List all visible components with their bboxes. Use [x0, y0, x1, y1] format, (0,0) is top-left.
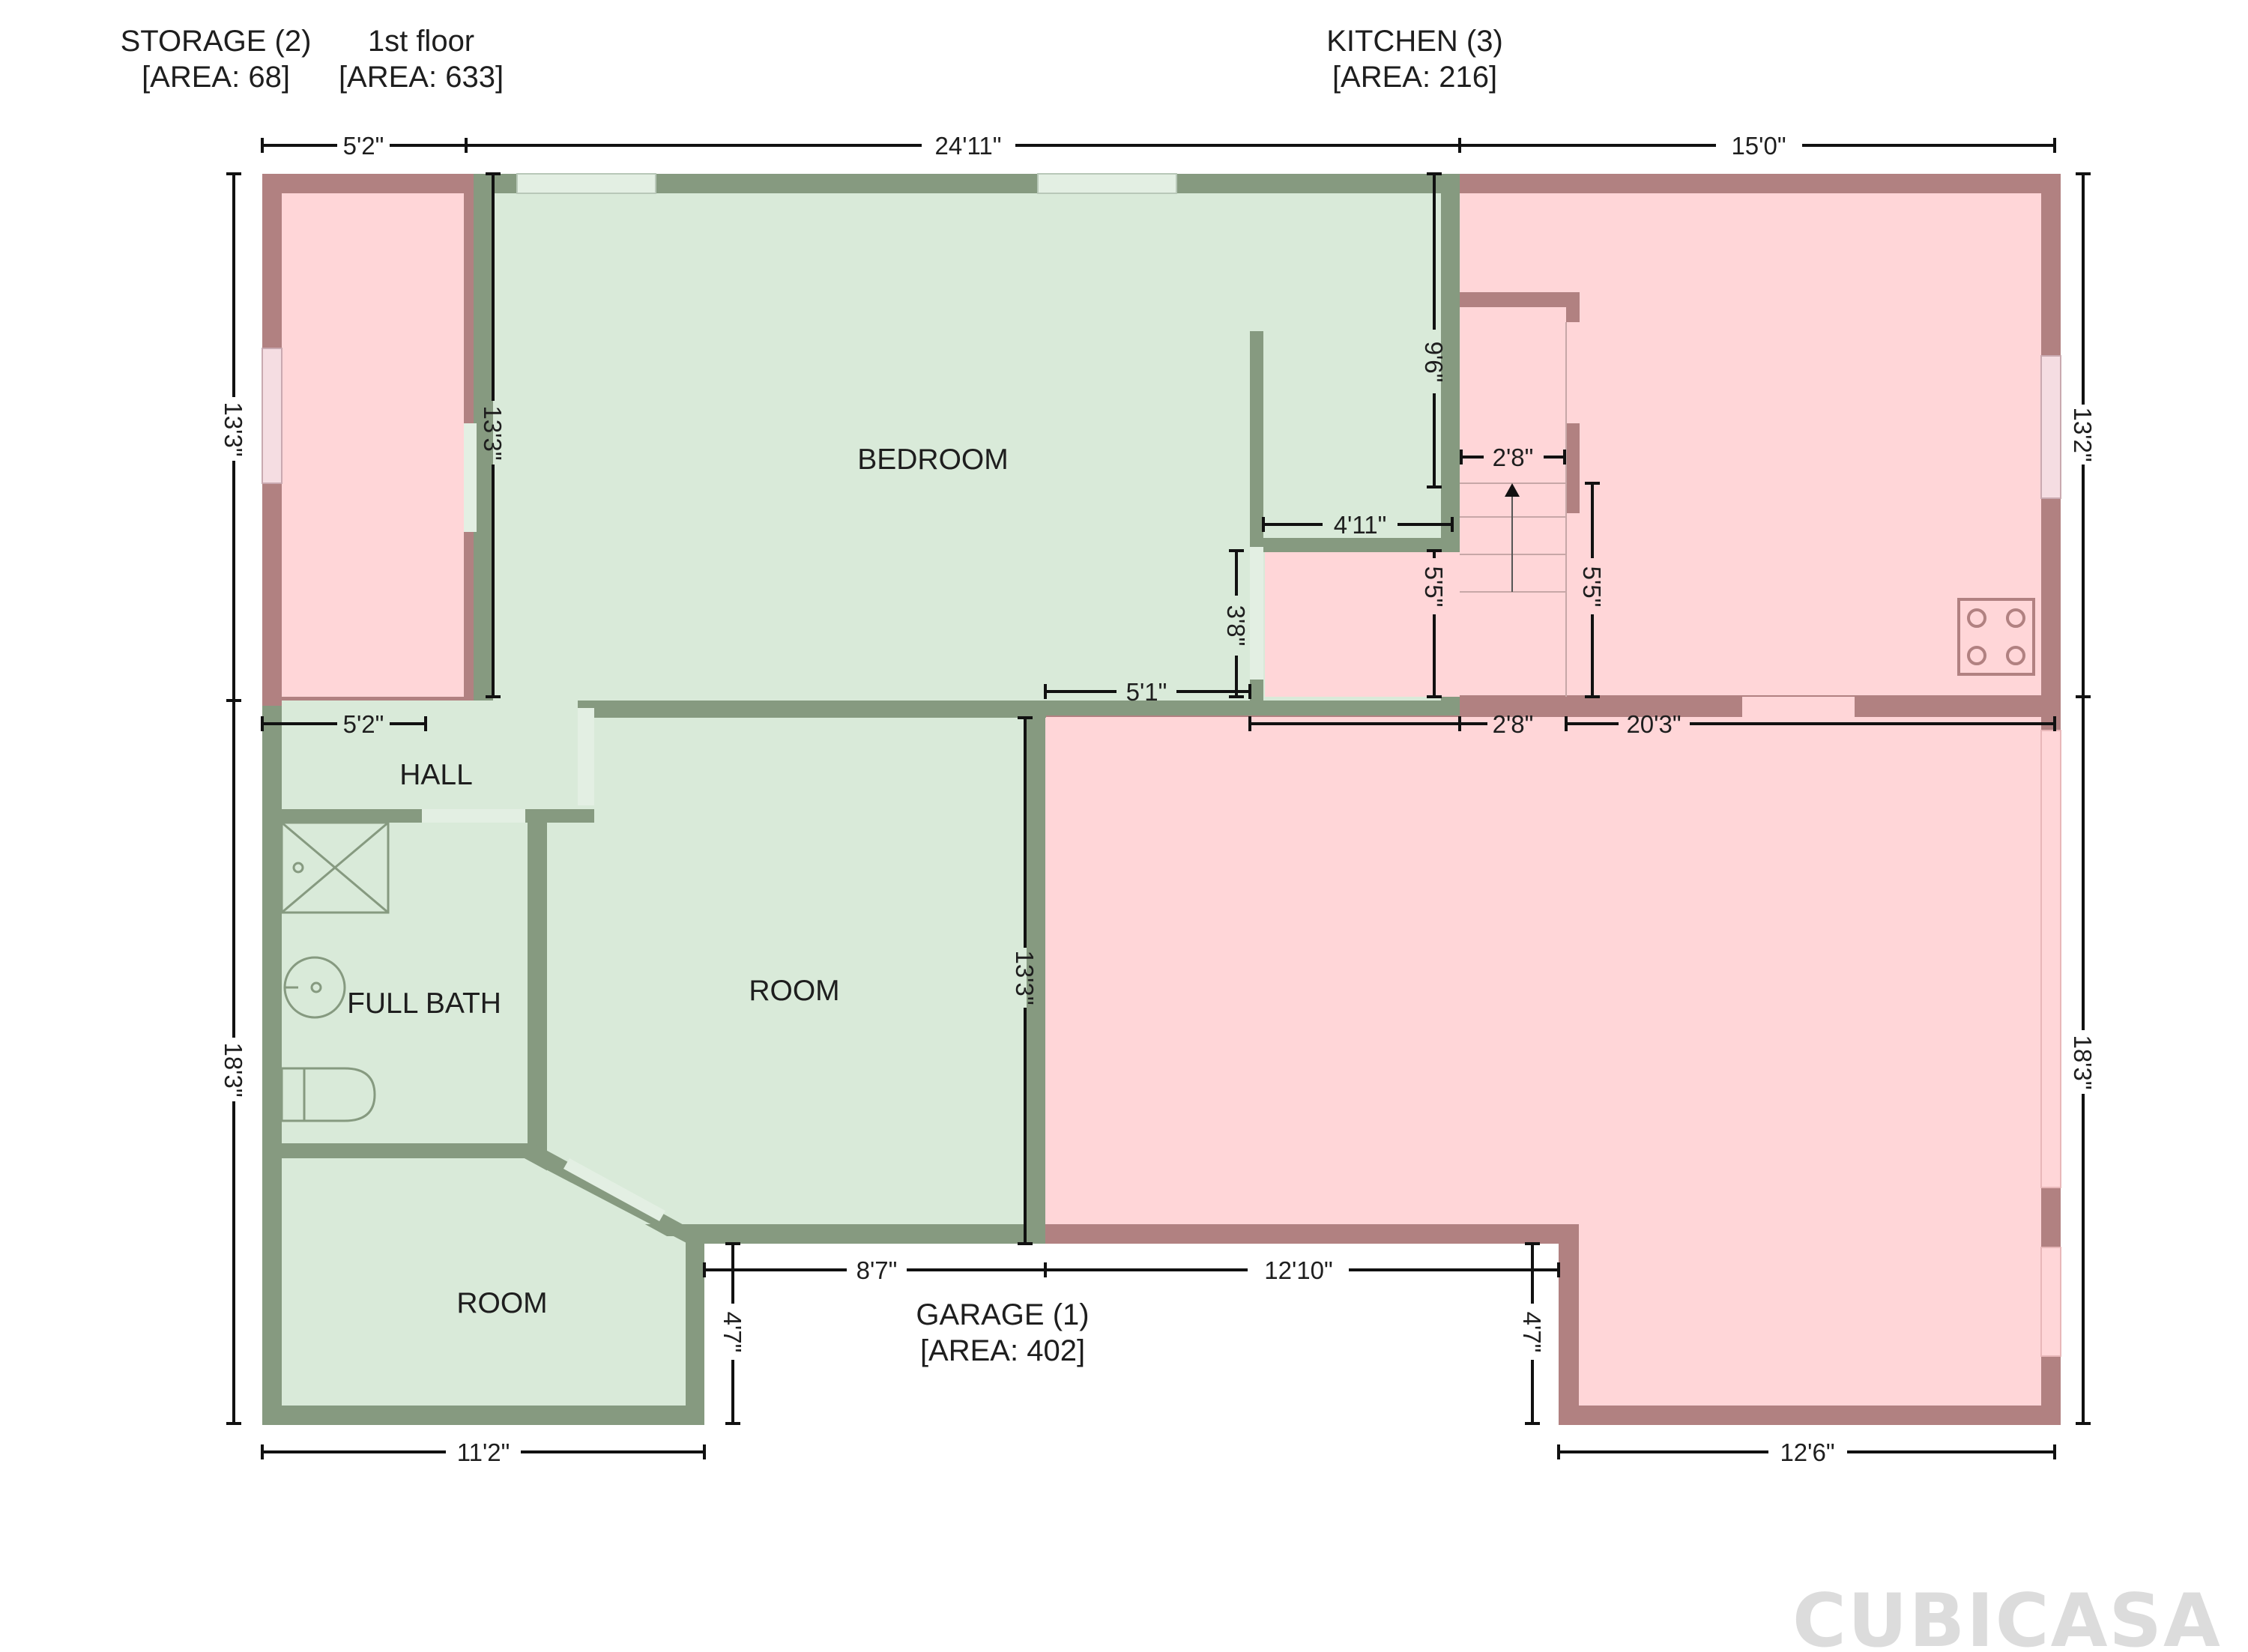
bedroom-window-left: [516, 173, 656, 194]
dim-mid-stair-width: 2'8": [1493, 710, 1534, 738]
garage-opening-top: [1742, 697, 1855, 717]
stair-direction-arrow-icon: [1505, 483, 1520, 497]
storage-area-name: STORAGE (2): [121, 25, 312, 58]
area-labels: STORAGE (2) [AREA: 68] 1st floor [AREA: …: [121, 25, 1503, 1367]
closet-floor: [1265, 552, 1460, 697]
dim-stair-height-left: 5'5": [1420, 566, 1448, 608]
storage-window: [262, 348, 282, 484]
dim-room-height: 13'3": [1011, 950, 1039, 1005]
dim-right-lower: 18'3": [2069, 1035, 2097, 1089]
wall-hall-top: [282, 701, 474, 718]
garage-area-name: GARAGE (1): [916, 1298, 1089, 1331]
bottom-room-label: ROOM: [456, 1287, 547, 1319]
dim-mid-garage-width: 20'3": [1626, 710, 1681, 738]
dim-left-lower: 18'3": [220, 1042, 247, 1097]
bottom-room-door: [563, 1158, 665, 1221]
dim-top-kitchen: 15'0": [1731, 132, 1786, 160]
dim-right-upper: 13'2": [2069, 407, 2097, 462]
closet-door: [1250, 547, 1263, 680]
room-labels: BEDROOM HALL FULL BATH ROOM ROOM: [347, 444, 1009, 1319]
kitchen-area-value: [AREA: 216]: [1332, 61, 1497, 94]
floor-area-name: 1st floor: [368, 25, 474, 58]
cubicasa-logo: CUBICASA: [1792, 1579, 2222, 1652]
living-area: [262, 173, 1460, 1425]
dim-top-floor: 24'11": [935, 132, 1002, 160]
wall-bath-right: [528, 809, 547, 1158]
closet-wall-left-lower: [1250, 680, 1263, 701]
kitchen-area-name: KITCHEN (3): [1326, 25, 1503, 58]
dim-closet-height: 9'6": [1420, 342, 1448, 383]
toilet-icon: [280, 1067, 376, 1122]
garage-room: [1025, 697, 2061, 1425]
dimension-labels: 5'2" 24'11" 15'0" 13'3" 18'3" 13'2" 18'3…: [220, 132, 2097, 1466]
dim-top-storage: 5'2": [343, 132, 384, 160]
shower-icon: [280, 821, 390, 914]
wall-center-bottom: [686, 1224, 1045, 1244]
kitchen-window: [2040, 355, 2061, 499]
stair-right-wall-lower: [1566, 423, 1580, 513]
storage-area-value: [AREA: 68]: [142, 61, 290, 94]
dim-left-upper: 13'3": [220, 402, 247, 456]
garage-door-right-lower: [2040, 1247, 2061, 1357]
kitchen-room: [1460, 174, 2061, 706]
bedroom-label: BEDROOM: [857, 444, 1009, 476]
storage-door: [464, 423, 477, 532]
stove-icon: [1957, 598, 2035, 676]
dim-notch-height-left: 4'7": [719, 1312, 746, 1353]
dim-stair-height-right: 5'5": [1578, 566, 1606, 608]
dim-notch-height-right: 4'7": [1518, 1312, 1546, 1353]
bedroom-window-right: [1037, 173, 1177, 194]
bath-door: [422, 809, 525, 823]
dim-hall-step-height: 3'8": [1222, 605, 1250, 647]
closet-wall-left: [1250, 331, 1263, 547]
storage-floor: [282, 193, 464, 697]
garage-door-right-upper: [2040, 730, 2061, 1188]
dim-storage-width: 5'2": [343, 710, 384, 738]
garage-floor: [1045, 717, 2041, 1406]
closet-wall-top: [1250, 538, 1460, 552]
kitchen-floor: [1460, 193, 2041, 695]
dim-notch-left: 8'7": [856, 1256, 898, 1284]
storage-room: [262, 174, 474, 706]
dim-hall-step-width: 5'1": [1126, 678, 1167, 706]
dim-storage-height: 13'3": [479, 405, 507, 460]
dim-garage-bottom-width: 12'6": [1780, 1438, 1834, 1466]
dim-notch-right: 12'10": [1264, 1256, 1332, 1284]
hall-label: HALL: [399, 759, 473, 791]
dim-stair-width: 2'8": [1493, 444, 1534, 471]
dim-closet-width: 4'11": [1334, 511, 1387, 539]
wall-bedroom-bottom: [578, 701, 1046, 718]
dimension-lines: [226, 138, 2091, 1459]
stair-top-wall: [1460, 292, 1580, 307]
bottom-room-floor: [282, 1158, 686, 1406]
center-room-label: ROOM: [749, 975, 839, 1007]
hall-door: [578, 708, 594, 805]
floor-area-value: [AREA: 633]: [339, 61, 504, 94]
center-room-lower: [547, 823, 1027, 1224]
stair-right-wall-upper: [1566, 292, 1580, 322]
garage-area-value: [AREA: 402]: [920, 1334, 1085, 1367]
dim-bottom-room-width: 11'2": [457, 1438, 510, 1466]
full-bath-label: FULL BATH: [347, 987, 501, 1020]
sink-icon: [283, 956, 346, 1019]
